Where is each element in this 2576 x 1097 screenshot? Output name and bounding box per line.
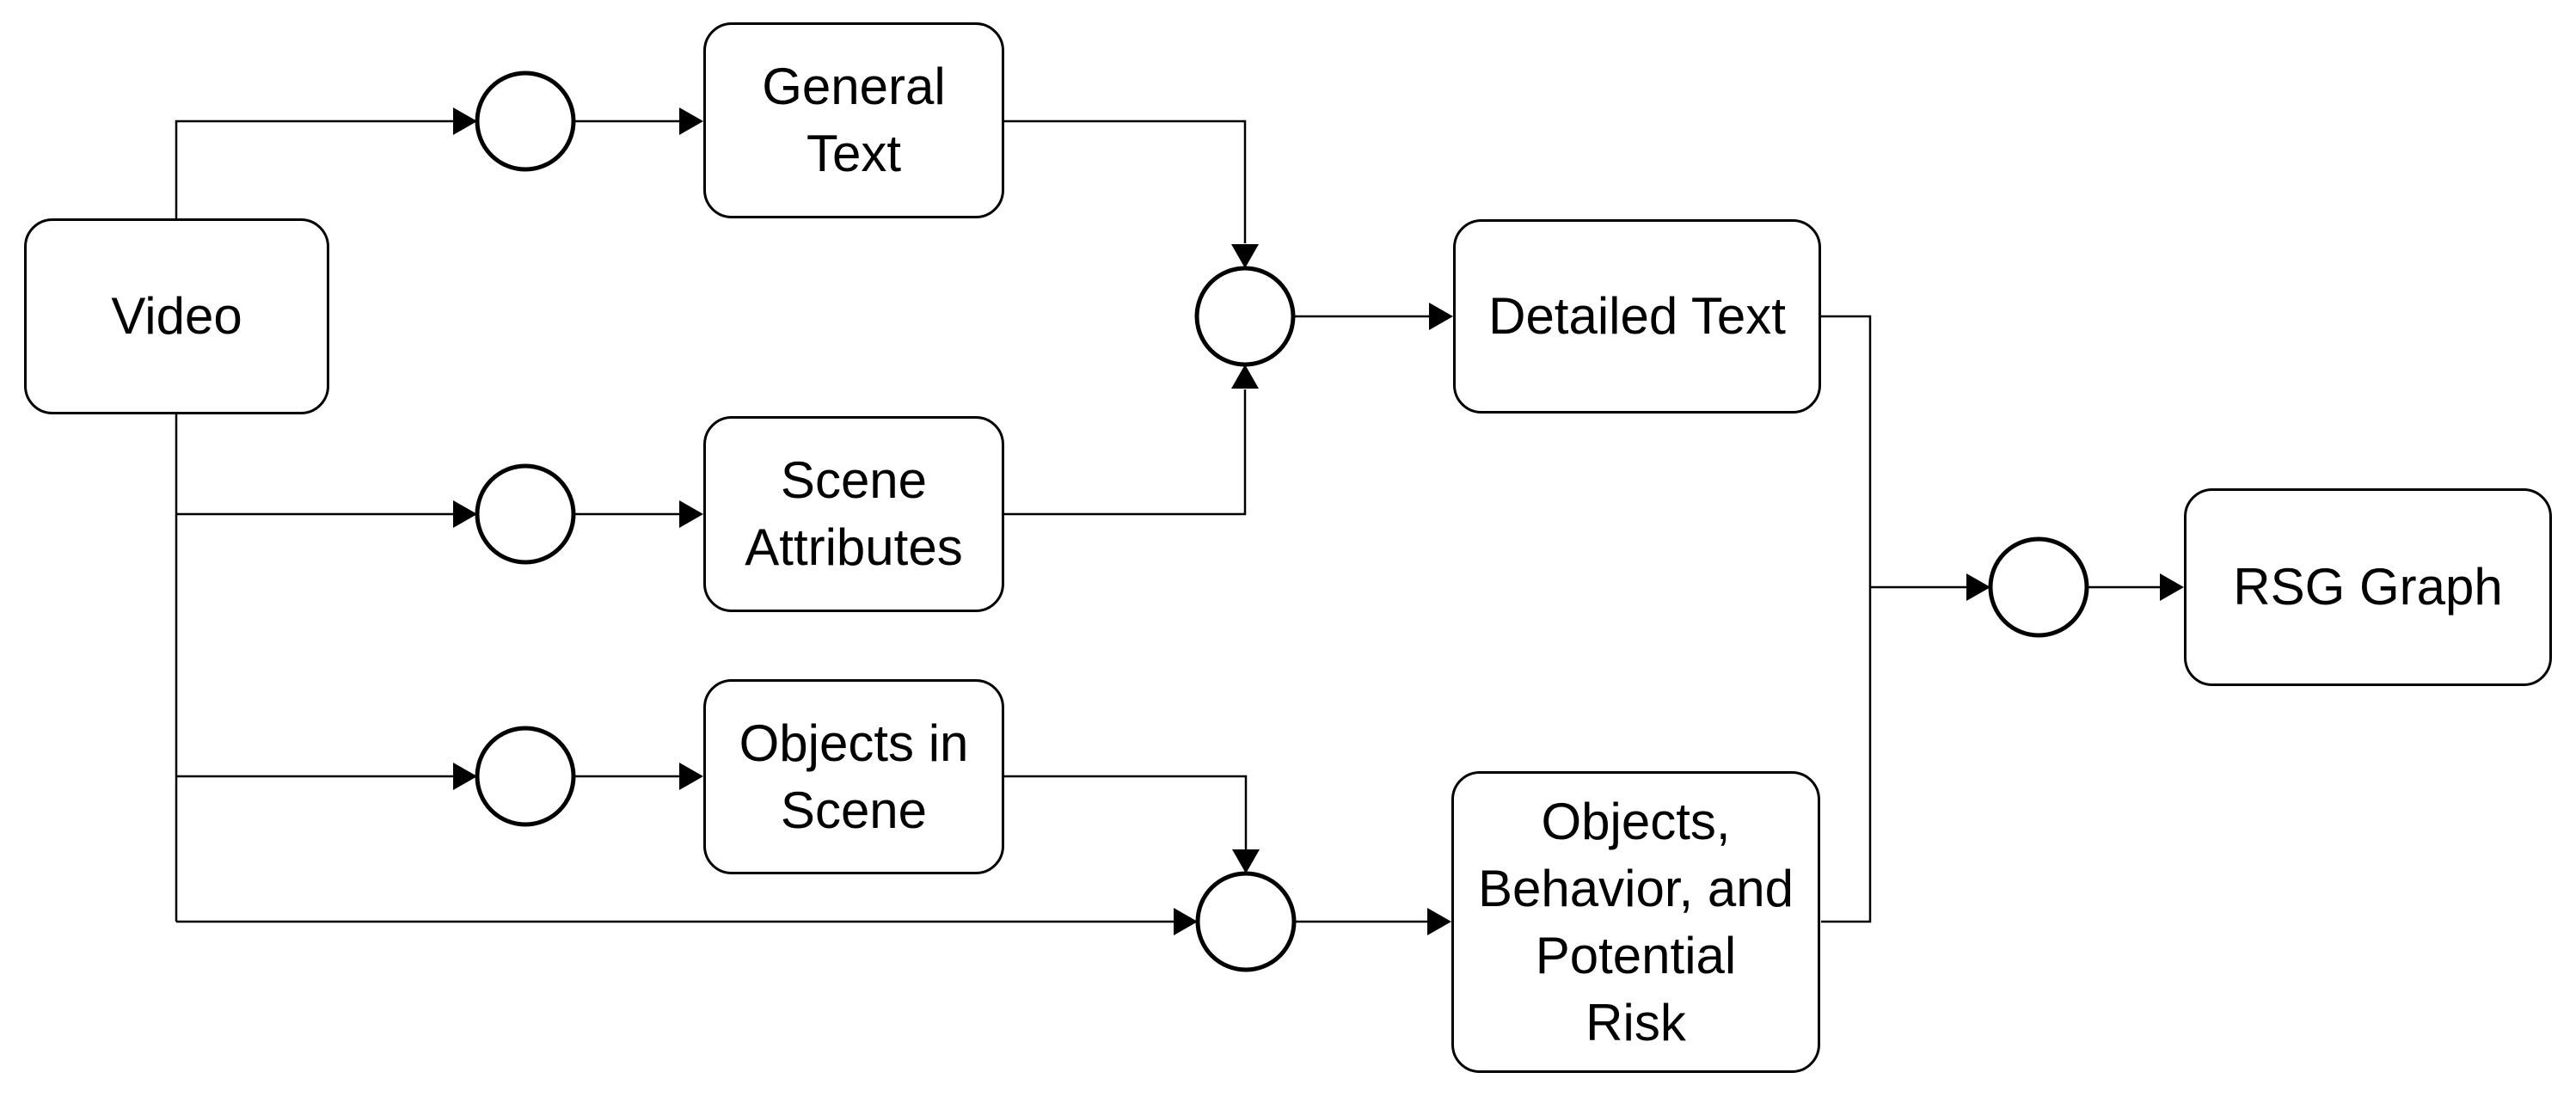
arrowhead-into-merge3 — [1966, 573, 1990, 601]
node-scene-attributes: Scene Attributes — [703, 416, 1004, 612]
connector-general-text-to-merge1 — [1004, 120, 1247, 243]
connector-objects-in-scene-to-merge2 — [1004, 775, 1248, 850]
arrowhead-scene-attributes-into-merge1 — [1231, 365, 1259, 389]
node-objects-in-scene-label: Objects in Scene — [739, 714, 969, 839]
junction-general-text-circle — [475, 70, 576, 172]
arrowhead-into-junction2 — [453, 500, 477, 528]
arrowhead-general-text-into-merge1 — [1231, 244, 1259, 268]
node-objects-behavior-risk-label: Objects, Behavior, and Potential Risk — [1478, 792, 1794, 1051]
merge-objects-behavior-circle — [1195, 871, 1297, 972]
arrowhead-into-detailed-text — [1429, 303, 1453, 330]
arrowhead-objects-in-scene-into-merge2 — [1232, 849, 1260, 873]
node-video-label: Video — [111, 287, 242, 345]
arrowhead-into-rsg-graph — [2160, 573, 2184, 601]
arrowhead-into-junction3 — [453, 763, 477, 790]
node-detailed-text: Detailed Text — [1453, 219, 1821, 414]
node-rsg-graph: RSG Graph — [2184, 488, 2552, 686]
connector-detailed-and-behavior-bus — [1821, 315, 1872, 923]
arrowhead-video-into-merge2 — [1174, 908, 1198, 935]
arrowhead-into-junction1 — [453, 107, 477, 135]
merge-detailed-text-circle — [1194, 266, 1296, 367]
node-rsg-graph-label: RSG Graph — [2233, 558, 2503, 616]
connector-scene-attributes-to-merge1 — [1004, 389, 1247, 516]
node-scene-attributes-label: Scene Attributes — [745, 451, 963, 576]
node-video: Video — [24, 218, 329, 414]
node-general-text: General Text — [703, 22, 1004, 218]
arrowhead-into-scene-attributes — [679, 500, 703, 528]
junction-objects-in-scene-circle — [475, 726, 576, 827]
node-detailed-text-label: Detailed Text — [1488, 287, 1786, 345]
connector-video-to-junction1 — [175, 120, 454, 218]
arrowhead-into-general-text — [679, 107, 703, 135]
arrowhead-into-objects-in-scene — [679, 763, 703, 790]
node-general-text-label: General Text — [762, 58, 946, 182]
node-objects-in-scene: Objects in Scene — [703, 679, 1004, 874]
node-objects-behavior-risk: Objects, Behavior, and Potential Risk — [1451, 771, 1820, 1073]
arrowhead-into-objects-behavior — [1427, 908, 1451, 935]
junction-scene-attributes-circle — [475, 463, 576, 565]
merge-rsg-graph-circle — [1988, 536, 2089, 638]
